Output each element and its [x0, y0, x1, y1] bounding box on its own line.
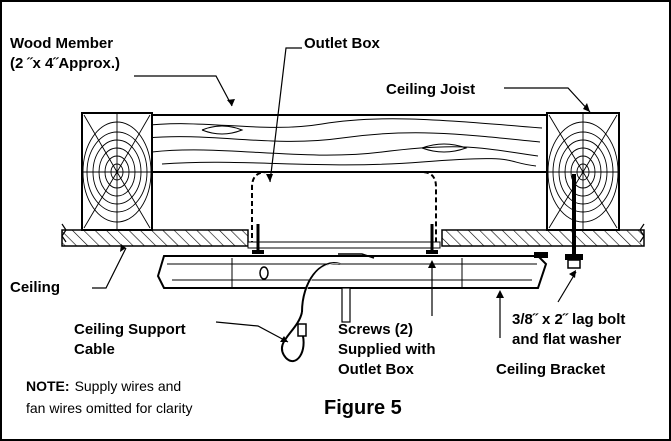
label-screws-2: Supplied with — [338, 341, 436, 358]
ceiling-support-cable — [280, 253, 375, 362]
label-wood-member: Wood Member — [10, 35, 113, 52]
note-line-2: fan wires omitted for clarity — [26, 400, 193, 416]
wood-member — [131, 114, 549, 173]
label-lag-bolt-2: and flat washer — [512, 331, 621, 348]
label-support-cable-1: Ceiling Support — [74, 321, 186, 338]
screws — [252, 224, 438, 254]
ceiling-board — [61, 223, 645, 247]
note-heading: NOTE: — [26, 378, 70, 394]
left-joist — [81, 112, 153, 231]
label-lag-bolt-1: 3/8˝ x 2˝ lag bolt — [512, 311, 625, 328]
arrowheads — [120, 99, 590, 342]
note-text-1: Supply wires and — [75, 378, 182, 394]
lag-bolt — [565, 174, 583, 269]
label-screws-3: Outlet Box — [338, 361, 414, 378]
label-support-cable-2: Cable — [74, 341, 115, 358]
ceiling-bracket — [156, 252, 548, 323]
outlet-box — [247, 171, 441, 249]
figure-caption: Figure 5 — [324, 397, 402, 419]
label-screws-1: Screws (2) — [338, 321, 413, 338]
label-ceiling-bracket: Ceiling Bracket — [496, 361, 605, 378]
label-ceiling-joist: Ceiling Joist — [386, 81, 475, 98]
leader-lines — [92, 47, 591, 343]
note-line-1: NOTE: Supply wires and — [26, 378, 181, 394]
label-wood-member-size: (2 ˝x 4˝Approx.) — [10, 55, 120, 72]
label-outlet-box: Outlet Box — [304, 35, 380, 52]
label-ceiling: Ceiling — [10, 279, 60, 296]
right-joist — [546, 112, 620, 231]
